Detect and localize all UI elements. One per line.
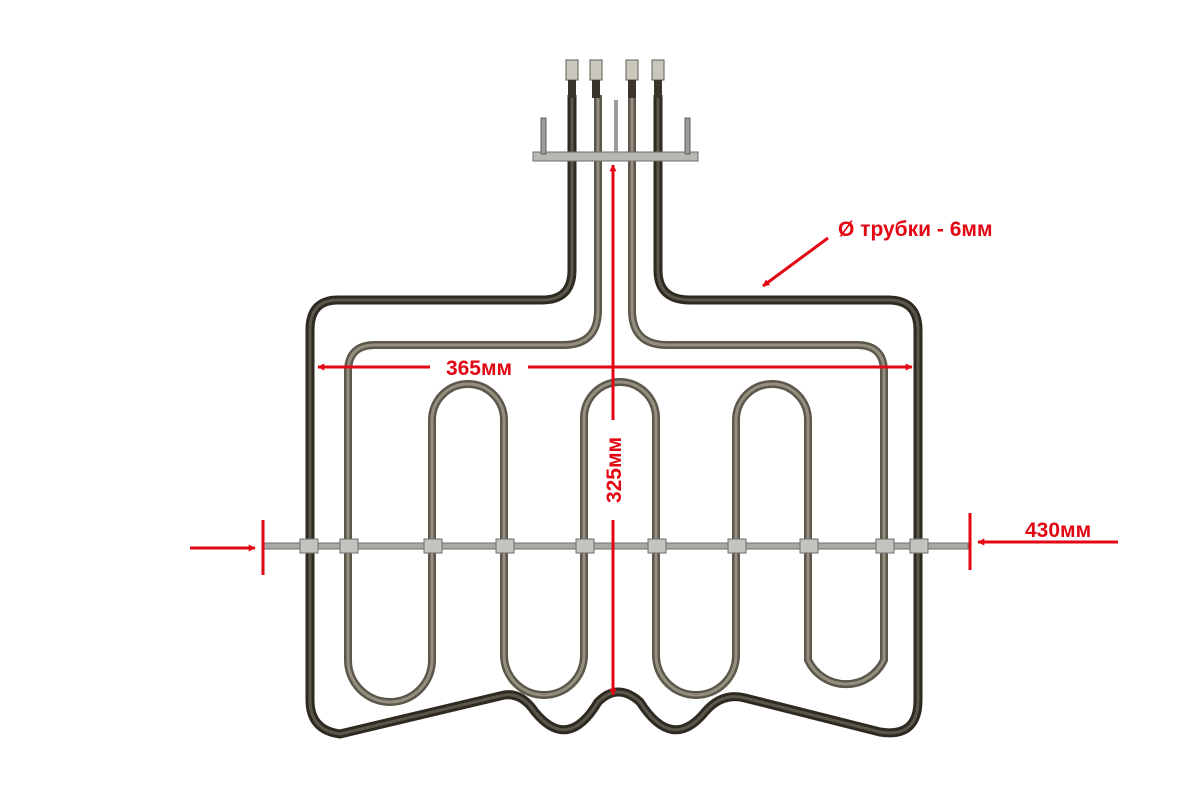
tube-diameter-leader <box>762 236 829 288</box>
inner-serpentine-tube <box>344 95 888 706</box>
width-outer-label: 430мм <box>1025 519 1091 542</box>
dimension-lines <box>190 164 1118 696</box>
tube-diameter-label: Ø трубки - 6мм <box>838 218 993 241</box>
support-rod <box>261 538 969 554</box>
terminal-bracket <box>532 59 699 162</box>
height-label: 325мм <box>603 437 626 503</box>
outer-heating-tube <box>305 95 923 739</box>
width-inner-label: 365мм <box>446 357 512 380</box>
